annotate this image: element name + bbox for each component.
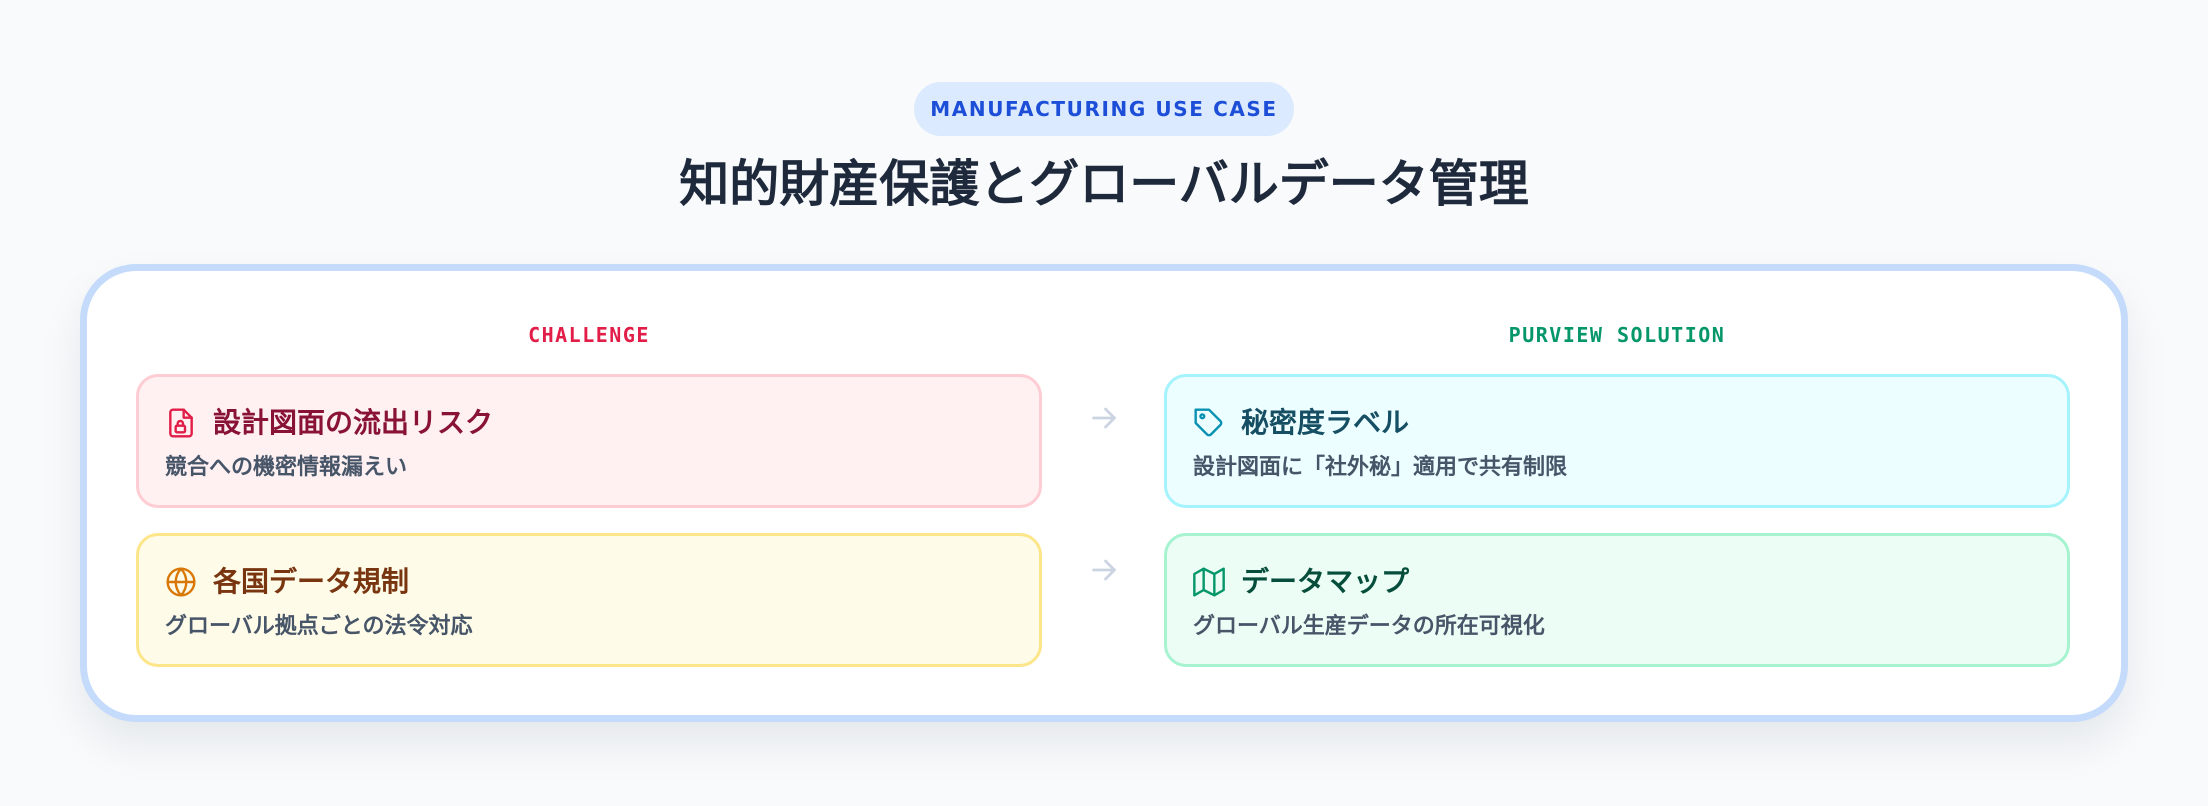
solution-card-sensitivity-label: 秘密度ラベル 設計図面に「社外秘」適用で共有制限: [1164, 374, 2070, 508]
solution-card-data-map: データマップ グローバル生産データの所在可視化: [1164, 533, 2070, 667]
arrow-right-icon: [1086, 552, 1122, 588]
challenge-description: 競合への機密情報漏えい: [165, 455, 408, 480]
map-icon: [1193, 566, 1225, 598]
use-case-badge: MANUFACTURING USE CASE: [914, 82, 1294, 136]
challenge-title: 設計図面の流出リスク: [213, 406, 494, 439]
tag-icon: [1193, 407, 1225, 439]
solution-description: グローバル生産データの所在可視化: [1193, 614, 1545, 639]
solution-title: データマップ: [1241, 565, 1410, 598]
globe-icon: [165, 566, 197, 598]
arrow-right-icon: [1086, 400, 1122, 436]
solution-description: 設計図面に「社外秘」適用で共有制限: [1193, 455, 1568, 480]
file-lock-icon: [165, 407, 197, 439]
solution-heading: PURVIEW SOLUTION: [1508, 323, 1726, 347]
page-title: 知的財産保護とグローバルデータ管理: [679, 155, 1529, 213]
challenge-card-regulations: 各国データ規制 グローバル拠点ごとの法令対応: [136, 533, 1042, 667]
challenge-heading: CHALLENGE: [528, 323, 650, 347]
challenge-title: 各国データ規制: [213, 565, 410, 598]
challenge-description: グローバル拠点ごとの法令対応: [165, 614, 473, 639]
solution-title: 秘密度ラベル: [1241, 406, 1410, 439]
challenge-card-design-leak: 設計図面の流出リスク 競合への機密情報漏えい: [136, 374, 1042, 508]
